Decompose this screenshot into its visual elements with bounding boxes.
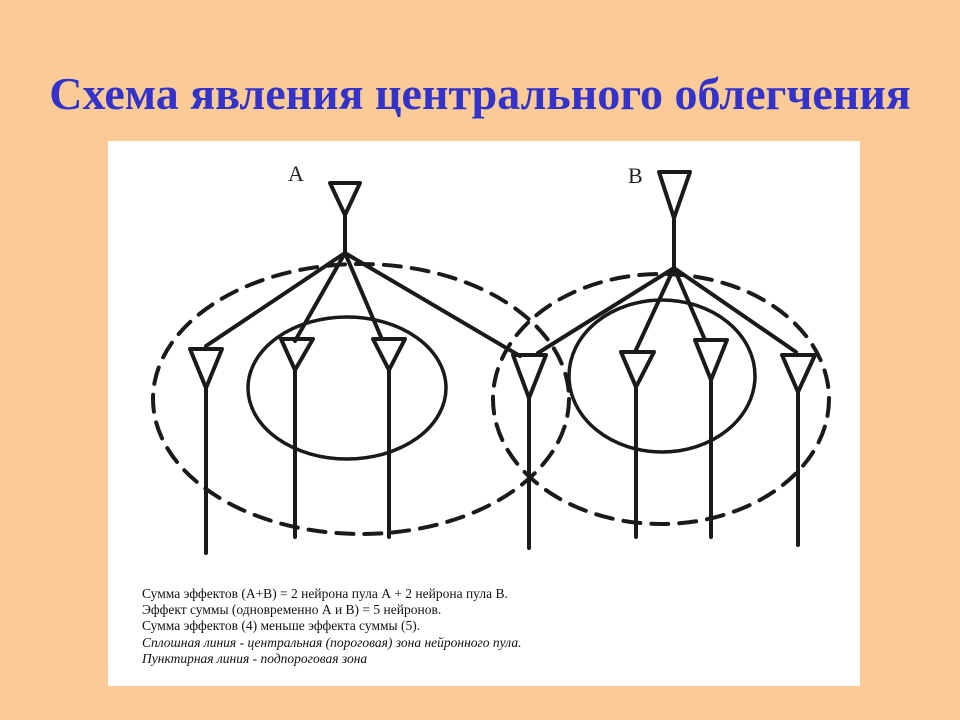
- neuron-a1: [188, 347, 224, 555]
- input-neuron-a: [328, 181, 362, 255]
- input-neuron-b: [657, 170, 692, 270]
- legend-line-5: Пунктирная линия - подпороговая зона: [142, 650, 368, 666]
- neuron-b3: [780, 353, 817, 547]
- neuron-b2: [693, 338, 729, 539]
- axon-branches-a: [204, 251, 522, 358]
- neuron-pool-diagram: A B: [151, 161, 831, 555]
- subthreshold-zone-a: [151, 262, 571, 536]
- neuron-a3: [371, 337, 407, 539]
- subthreshold-zone-b: [491, 272, 831, 526]
- legend-line-2: Эффект суммы (одновременно А и В) = 5 не…: [142, 602, 442, 618]
- neuron-a2: [279, 337, 315, 539]
- legend-line-1: Сумма эффектов (А+В) = 2 нейрона пула А …: [142, 586, 508, 601]
- legend-line-3: Сумма эффектов (4) меньше эффекта суммы …: [142, 618, 421, 634]
- slide-title: Схема явления центрального облегчения: [49, 68, 911, 119]
- legend-line-4: Сплошная линия - центральная (пороговая)…: [142, 634, 522, 650]
- pool-a-label: A: [288, 161, 304, 186]
- threshold-zone-a: [246, 315, 448, 461]
- threshold-zone-b: [567, 298, 757, 454]
- pool-b-label: B: [628, 163, 643, 188]
- diagram-legend: Сумма эффектов (А+В) = 2 нейрона пула А …: [142, 586, 702, 667]
- axon-branches-b: [536, 266, 798, 355]
- diagram-figure: A B: [108, 141, 860, 686]
- neuron-b1: [619, 350, 656, 539]
- neuron-shared: [511, 353, 548, 550]
